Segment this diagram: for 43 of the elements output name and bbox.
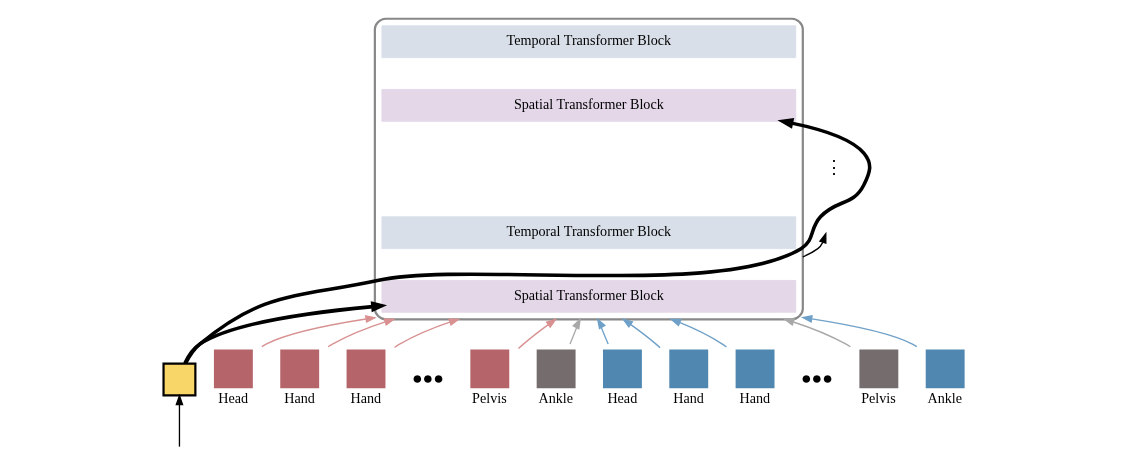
arrow <box>596 317 609 345</box>
node-box <box>536 349 576 389</box>
node-box <box>602 349 642 389</box>
node-label: Head <box>606 390 637 407</box>
cluster <box>373 17 804 321</box>
node-box: Temporal Transformer Block <box>381 25 796 59</box>
arrow <box>393 318 460 349</box>
label: ●●● <box>800 367 833 388</box>
arrow <box>174 393 183 448</box>
node-label: Hand <box>283 390 315 407</box>
node-box: Spatial Transformer Block <box>381 280 796 313</box>
node-label: Ankle <box>537 390 573 407</box>
node-label: Hand <box>350 390 381 407</box>
arrow <box>621 318 661 349</box>
arrow <box>327 318 396 348</box>
arrow <box>517 318 557 350</box>
node-box <box>668 349 708 389</box>
node-box <box>469 349 509 389</box>
node-box <box>925 349 965 389</box>
node-box <box>735 349 774 389</box>
arrow <box>260 315 377 348</box>
arrow <box>669 318 727 348</box>
arrow <box>801 231 826 258</box>
node-box <box>161 362 196 397</box>
node-box <box>213 349 253 389</box>
node-box: Spatial Transformer Block <box>381 89 796 122</box>
node-box <box>346 349 385 389</box>
node-box: Temporal Transformer Block <box>381 216 796 250</box>
arrow <box>800 315 917 348</box>
node-box <box>858 349 898 389</box>
label: ●●● <box>411 367 444 388</box>
node-label: Ankle <box>926 390 962 407</box>
arrow <box>183 117 871 365</box>
arrow <box>568 317 581 345</box>
label: ⋮ <box>824 157 843 178</box>
node-label: Pelvis <box>471 390 507 407</box>
node-label: Hand <box>672 390 704 407</box>
node-label: Hand <box>739 390 770 407</box>
arrow <box>782 318 851 348</box>
node-label: Pelvis <box>860 390 896 407</box>
arrow <box>182 301 387 365</box>
node-label: Head <box>217 390 248 407</box>
node-box <box>279 349 319 389</box>
